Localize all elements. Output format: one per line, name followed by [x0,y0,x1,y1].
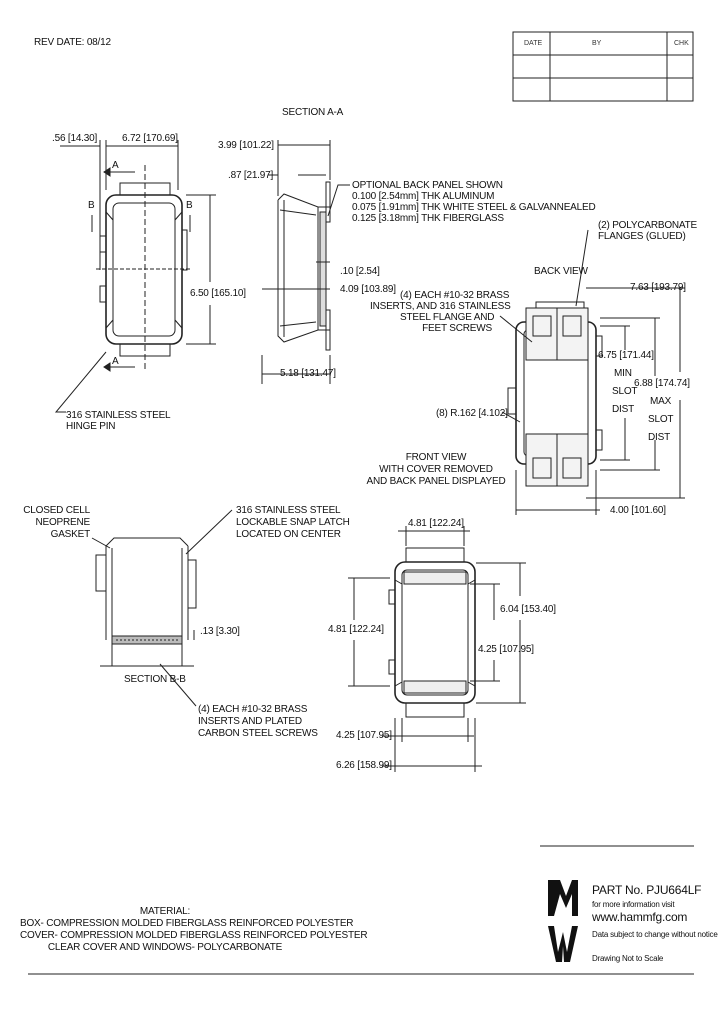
dim-min-value: 6.75 [171.44] [598,350,654,361]
back-panel-note-3: 0.075 [1.91mm] THK WHITE STEEL & GALVANN… [352,202,596,213]
dim-back-overall: 7.63 [193.79] [630,282,686,293]
flange-note-2: FLANGES (GLUED) [598,231,686,242]
dim-max-dist: DIST [648,432,670,443]
inserts-note-3: STEEL FLANGE AND [400,312,495,323]
latch-note-2: LOCKABLE SNAP LATCH [236,517,350,528]
screws-note-1: (4) EACH #10-32 BRASS [198,704,308,715]
material-line-2: COVER- COMPRESSION MOLDED FIBERGLASS REI… [20,930,368,941]
section-aa-view [261,140,350,384]
slot-note: (8) R.162 [4.102] [436,408,508,419]
back-view [499,229,685,515]
website-link[interactable]: www.hammfg.com [592,910,688,924]
dim-min-slot: SLOT [612,386,638,397]
back-view-title: BACK VIEW [534,266,588,277]
dim-max-label: MAX [650,396,672,407]
revision-table [512,31,694,102]
inserts-note-4: FEET SCREWS [422,323,492,334]
section-label-b-left: B [88,200,95,211]
front-view-note-3: AND BACK PANEL DISPLAYED [366,476,506,487]
disclaimer: Data subject to change without notice [592,930,718,939]
dim-bb-13: .13 [3.30] [200,626,240,637]
dim-front-right-outer: 6.04 [153.40] [500,604,556,615]
screws-note-3: CARBON STEEL SCREWS [198,728,318,739]
rev-table-header-chk: CHK [674,40,689,47]
dim-max-value: 6.88 [174.74] [634,378,690,389]
dim-min-dist: DIST [612,404,634,415]
gasket-note-1: CLOSED CELL [23,505,90,516]
dim-max-slot: SLOT [648,414,674,425]
back-panel-note-2: 0.100 [2.54mm] THK ALUMINUM [352,191,495,202]
rev-table-header-by: BY [592,40,602,47]
section-label-b-right: B [186,200,193,211]
dim-aa-total: 5.18 [131.47] [280,368,336,379]
section-label-a-bottom: A [112,356,119,367]
dim-front-bottom-inner: 4.25 [107.95] [336,730,392,741]
dim-aa-inner: 4.09 [103.89] [340,284,396,295]
rev-table-header-date: DATE [524,40,543,47]
scale-note: Drawing Not to Scale [592,954,664,963]
section-bb-title: SECTION B-B [124,674,186,685]
gasket-note-2: NEOPRENE [35,517,90,528]
dim-aa-wall: .10 [2.54] [340,266,380,277]
dim-aa-flange: .87 [21.97] [228,170,274,181]
hinge-note-1: 316 STAINLESS STEEL [66,410,171,421]
latch-note-1: 316 STAINLESS STEEL [236,505,341,516]
dim-aa-depth: 3.99 [101.22] [218,140,274,151]
material-title: MATERIAL: [139,906,191,917]
front-view-note-1: FRONT VIEW [405,452,467,463]
dim-front-bottom-outer: 6.26 [158.99] [336,760,392,771]
dim-min-label: MIN [614,368,632,379]
dim-front-left: 4.81 [122.24] [328,624,384,635]
dim-front-right-inner: 4.25 [107.95] [478,644,534,655]
section-bb-view [91,509,233,707]
dim-back-width: 4.00 [101.60] [610,505,666,516]
more-info: for more information visit [592,900,675,909]
front-view-note-2: WITH COVER REMOVED [379,464,493,475]
hinge-note-2: HINGE PIN [66,421,116,432]
dim-left-height: 6.50 [165.10] [190,288,246,299]
back-panel-note-4: 0.125 [3.18mm] THK FIBERGLASS [352,213,504,224]
screws-note-2: INSERTS AND PLATED [198,716,302,727]
front-view [348,526,526,772]
section-label-a-top: A [112,160,119,171]
material-line-3: CLEAR COVER AND WINDOWS- POLYCARBONATE [47,942,283,953]
front-left-view [54,140,216,413]
inserts-note-2: INSERTS, AND 316 STAINLESS [370,301,511,312]
latch-note-3: LOCATED ON CENTER [236,529,341,540]
inserts-note-1: (4) EACH #10-32 BRASS [400,290,510,301]
gasket-note-3: GASKET [50,529,91,540]
hammond-logo [548,880,578,962]
rev-date: REV DATE: 08/12 [34,37,111,48]
material-line-1: BOX- COMPRESSION MOLDED FIBERGLASS REINF… [20,918,354,929]
back-panel-note-1: OPTIONAL BACK PANEL SHOWN [352,180,503,191]
flange-note-1: (2) POLYCARBONATE [598,220,698,231]
dim-left-width: 6.72 [170.69] [122,133,178,144]
dim-front-top: 4.81 [122.24] [408,518,464,529]
section-aa-title: SECTION A-A [282,107,344,118]
dim-left-offset: .56 [14.30] [52,133,98,144]
part-number: PART No. PJU664LF [592,883,702,897]
